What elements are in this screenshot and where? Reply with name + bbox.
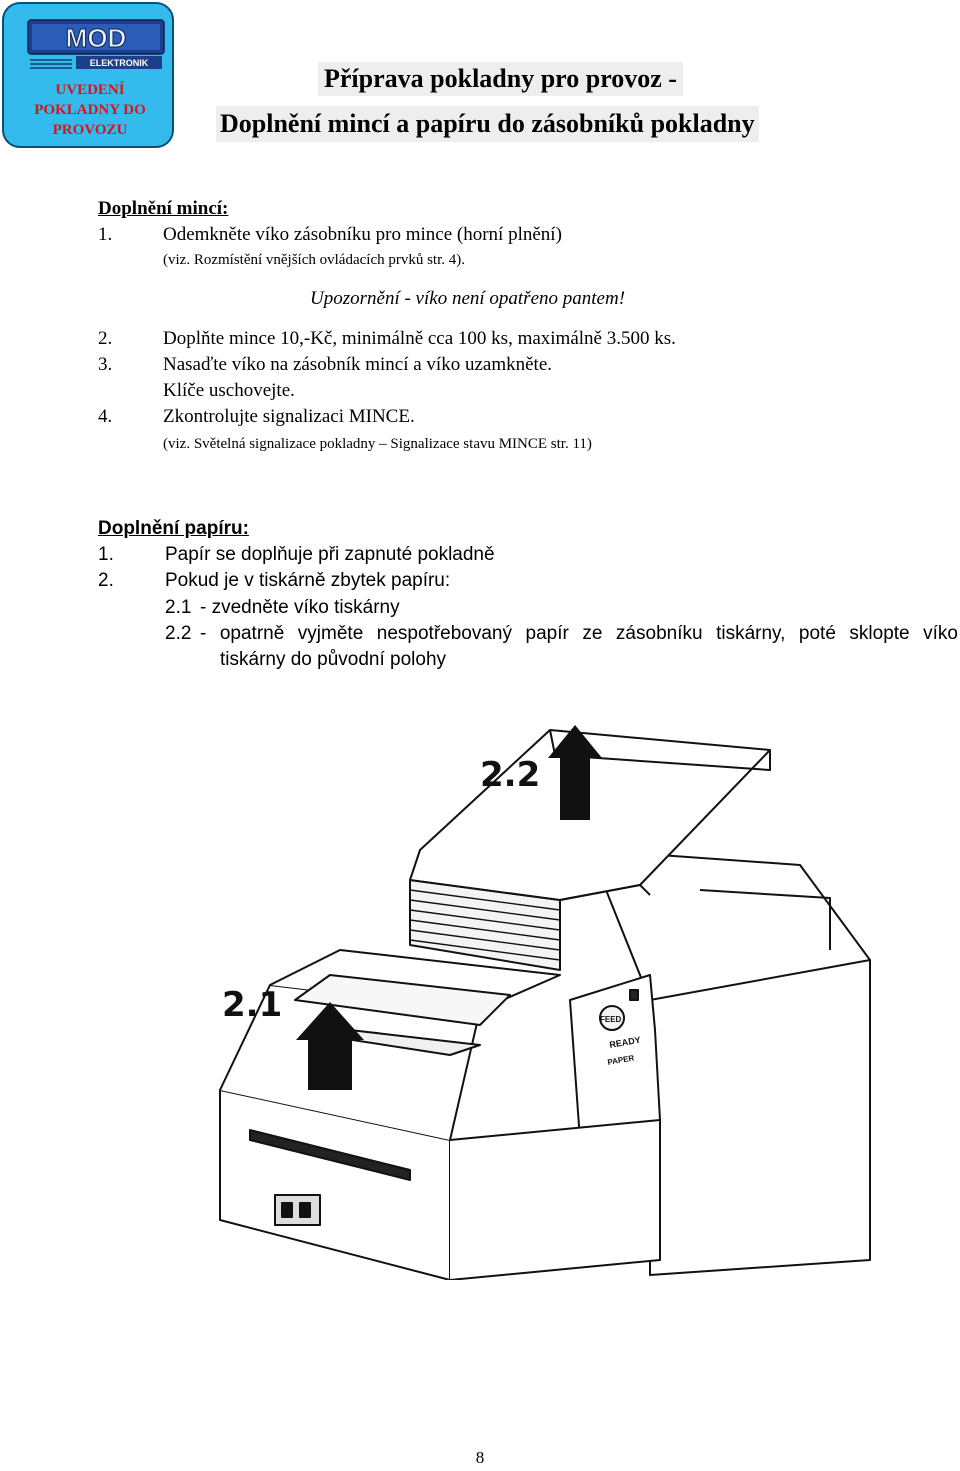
coins-warning: Upozornění - víko není opatřeno pantem! xyxy=(310,288,626,309)
paper-heading: Doplnění papíru: xyxy=(98,518,249,539)
coins-step-3-text: Nasaďte víko na zásobník mincí a víko uz… xyxy=(163,354,552,375)
paper-substep-2-1-text: - zvedněte víko tiskárny xyxy=(200,597,400,618)
feed-button-icon xyxy=(599,1005,625,1031)
page-title-line2: Doplnění mincí a papíru do zásobníků pok… xyxy=(216,106,759,142)
paper-substep-2-2-text: - opatrně vyjměte nespotřebovaný papír z… xyxy=(200,623,958,644)
badge-label: UVEDENÍ POKLADNY DO PROVOZU xyxy=(34,82,146,138)
paper-step-2-num: 2. xyxy=(98,570,114,591)
paper-substep-2-2-num: 2.2 xyxy=(165,623,192,644)
paper-step-1-num: 1. xyxy=(98,544,114,565)
printer-figure: FEED READY PAPER 2.2 2.1 xyxy=(180,700,900,1281)
mod-elektronik-logo: MOD ELEKTRONIK xyxy=(27,19,165,69)
coins-step-4-num: 4. xyxy=(98,406,113,427)
svg-text:FEED: FEED xyxy=(600,1015,622,1024)
coins-step-2-num: 2. xyxy=(98,328,113,349)
logo-text: MOD xyxy=(66,23,127,53)
section-badge: MOD ELEKTRONIK UVEDENÍ POKLADNY DO PROVO… xyxy=(2,2,174,148)
coins-note-1: (viz. Rozmístění vnějších ovládacích prv… xyxy=(163,252,466,268)
arrow-up-icon xyxy=(296,1002,364,1090)
coins-step-3-num: 3. xyxy=(98,354,113,375)
figure-label-2-1: 2.1 xyxy=(222,985,283,1025)
paper-step-2-text: Pokud je v tiskárně zbytek papíru: xyxy=(165,570,451,591)
coins-step-1-text: Odemkněte víko zásobníku pro mince (horn… xyxy=(163,224,562,245)
paper-substep-2-2-cont: tiskárny do původní polohy xyxy=(220,649,447,670)
coins-step-1-num: 1. xyxy=(98,224,113,245)
page-number: 8 xyxy=(475,1448,485,1467)
coins-keys-note: Klíče uschovejte. xyxy=(163,380,295,401)
paper-step-1-text: Papír se doplňuje při zapnuté pokladně xyxy=(165,544,495,565)
coins-note-2: (viz. Světelná signalizace pokladny – Si… xyxy=(163,436,592,452)
coins-step-4-text: Zkontrolujte signalizaci MINCE. xyxy=(163,406,415,427)
coins-heading: Doplnění mincí: xyxy=(98,198,229,219)
printer-illustration: FEED READY PAPER xyxy=(219,725,871,1281)
figure-label-2-2: 2.2 xyxy=(480,755,541,795)
paper-substep-2-1-num: 2.1 xyxy=(165,597,192,618)
page-title-line1: Příprava pokladny pro provoz - xyxy=(318,62,683,96)
arrow-up-icon xyxy=(548,725,602,820)
coins-step-2-text: Doplňte mince 10,-Kč, minimálně cca 100 … xyxy=(163,328,676,349)
logo-subtext: ELEKTRONIK xyxy=(90,58,149,68)
